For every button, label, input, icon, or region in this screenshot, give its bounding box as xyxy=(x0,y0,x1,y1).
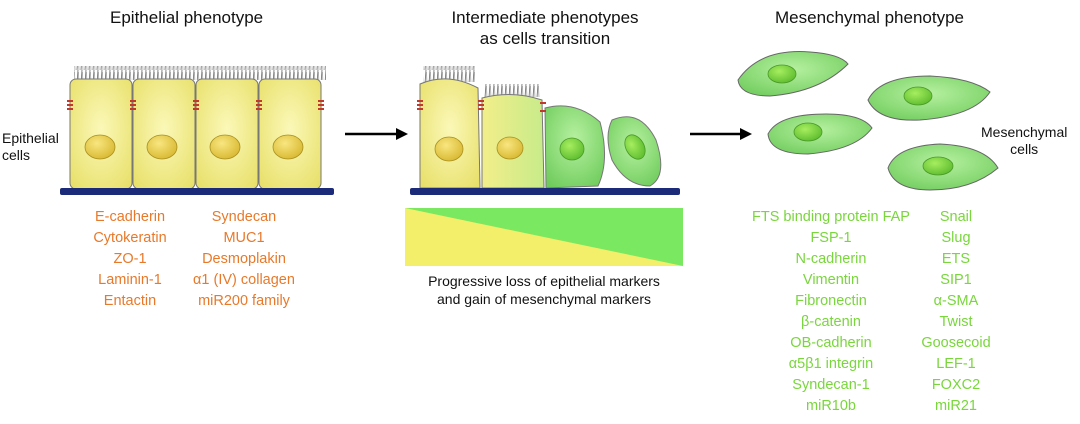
mesenchymal-marker: α-SMA xyxy=(933,293,979,309)
mesenchymal-markers-left: FTS binding protein FAP FSP-1 N-cadherin… xyxy=(742,207,920,417)
progressive-loss-caption: Progressive loss of epithelial markers a… xyxy=(405,272,683,308)
intermediate-nucleus-1 xyxy=(434,136,464,162)
epithelial-marker: miR200 family xyxy=(198,293,290,309)
intermediate-cell-1 xyxy=(419,78,481,189)
caption-line1: Progressive loss of epithelial markers xyxy=(428,273,660,289)
intermediate-cilia-1 xyxy=(423,66,475,82)
basement-membrane-middle xyxy=(410,188,680,195)
mesenchymal-marker: N-cadherin xyxy=(795,251,867,267)
intermediate-cell-sheet xyxy=(410,66,680,195)
epithelial-marker: Desmoplakin xyxy=(202,251,286,267)
epithelial-marker: α1 (IV) collagen xyxy=(193,272,295,288)
mesenchymal-cells-label-line1: Mesenchymal xyxy=(981,124,1068,140)
mesenchymal-marker: miR10b xyxy=(806,398,856,414)
epithelial-nucleus-4 xyxy=(272,134,304,160)
transition-arrow-2 xyxy=(690,128,752,140)
epithelial-marker: MUC1 xyxy=(223,230,265,246)
mesenchymal-marker: OB-cadherin xyxy=(790,335,872,351)
epithelial-cells-label: Epithelial cells xyxy=(2,130,59,164)
intermediate-nucleus-3 xyxy=(559,137,585,161)
epithelial-nucleus-3 xyxy=(209,134,241,160)
mesenchymal-marker: FTS binding protein FAP xyxy=(752,209,910,225)
epithelial-cell-2 xyxy=(132,78,196,190)
epithelial-marker: Entactin xyxy=(103,293,157,309)
mesenchymal-marker: Snail xyxy=(939,209,973,225)
epithelial-cells-label-line2: cells xyxy=(2,147,31,163)
marker-transition-bar xyxy=(405,208,683,266)
mesenchymal-phenotype-heading: Mesenchymal phenotype xyxy=(775,8,965,27)
mesenchymal-marker: SIP1 xyxy=(940,272,972,288)
epithelial-cell-1 xyxy=(69,78,133,190)
epithelial-marker: Cytokeratin xyxy=(93,230,167,246)
epithelial-markers-left: E-cadherin Cytokeratin ZO-1 Laminin-1 En… xyxy=(74,207,186,312)
intermediate-cilia-2 xyxy=(484,84,540,97)
epithelial-cell-sheet xyxy=(60,66,334,195)
intermediate-phenotypes-heading: Intermediate phenotypes as cells transit… xyxy=(445,7,645,49)
mesenchymal-marker: Syndecan-1 xyxy=(792,377,870,393)
epithelial-cells-label-line1: Epithelial xyxy=(2,130,59,146)
intermediate-nucleus-2 xyxy=(496,136,524,160)
basement-membrane-left xyxy=(60,188,334,195)
mesenchymal-marker: FOXC2 xyxy=(931,377,981,393)
mesenchymal-marker: Slug xyxy=(941,230,971,246)
mesenchymal-nucleus-3 xyxy=(793,122,823,142)
mesenchymal-marker: Goosecoid xyxy=(921,335,991,351)
mesenchymal-marker: α5β1 integrin xyxy=(788,356,874,372)
epithelial-marker: Syndecan xyxy=(211,209,277,225)
mesenchymal-cells-label: Mesenchymal cells xyxy=(981,124,1067,158)
mesenchymal-marker: miR21 xyxy=(935,398,977,414)
epithelial-marker: Laminin-1 xyxy=(98,272,162,288)
epithelial-markers-right: Syndecan MUC1 Desmoplakin α1 (IV) collag… xyxy=(182,207,306,312)
intermediate-nucleus-4 xyxy=(624,134,646,160)
mesenchymal-cells xyxy=(737,51,999,191)
epithelial-marker: E-cadherin xyxy=(94,209,166,225)
intermediate-heading-line1: Intermediate phenotypes xyxy=(451,8,639,27)
intermediate-junctions xyxy=(417,100,546,112)
mesenchymal-marker: β-catenin xyxy=(801,314,861,330)
epithelial-nucleus-1 xyxy=(84,134,116,160)
mesenchymal-marker: LEF-1 xyxy=(936,356,976,372)
epithelial-marker-region xyxy=(405,208,683,266)
epithelial-cell-3 xyxy=(195,78,259,190)
mesenchymal-nucleus-2 xyxy=(903,86,933,106)
epithelial-cell-4 xyxy=(258,78,322,190)
tight-junctions xyxy=(67,100,324,110)
mesenchymal-cells-label-line2: cells xyxy=(1010,141,1039,157)
epithelial-marker: ZO-1 xyxy=(113,251,147,267)
mesenchymal-marker: Twist xyxy=(939,314,973,330)
mesenchymal-marker: FSP-1 xyxy=(810,230,852,246)
transition-arrow-1 xyxy=(345,128,408,140)
mesenchymal-nucleus-1 xyxy=(767,64,797,84)
mesenchymal-marker: Vimentin xyxy=(802,272,860,288)
epithelial-nucleus-2 xyxy=(146,134,178,160)
epithelial-phenotype-heading: Epithelial phenotype xyxy=(110,8,264,27)
mesenchymal-marker: ETS xyxy=(941,251,971,267)
intermediate-heading-line2: as cells transition xyxy=(479,29,611,48)
epithelial-cilia xyxy=(74,66,326,80)
mesenchymal-marker: Fibronectin xyxy=(795,293,867,309)
mesenchymal-markers-right: Snail Slug ETS SIP1 α-SMA Twist Goosecoi… xyxy=(910,207,1002,417)
mesenchymal-nucleus-4 xyxy=(922,156,954,176)
caption-line2: and gain of mesenchymal markers xyxy=(437,291,651,307)
